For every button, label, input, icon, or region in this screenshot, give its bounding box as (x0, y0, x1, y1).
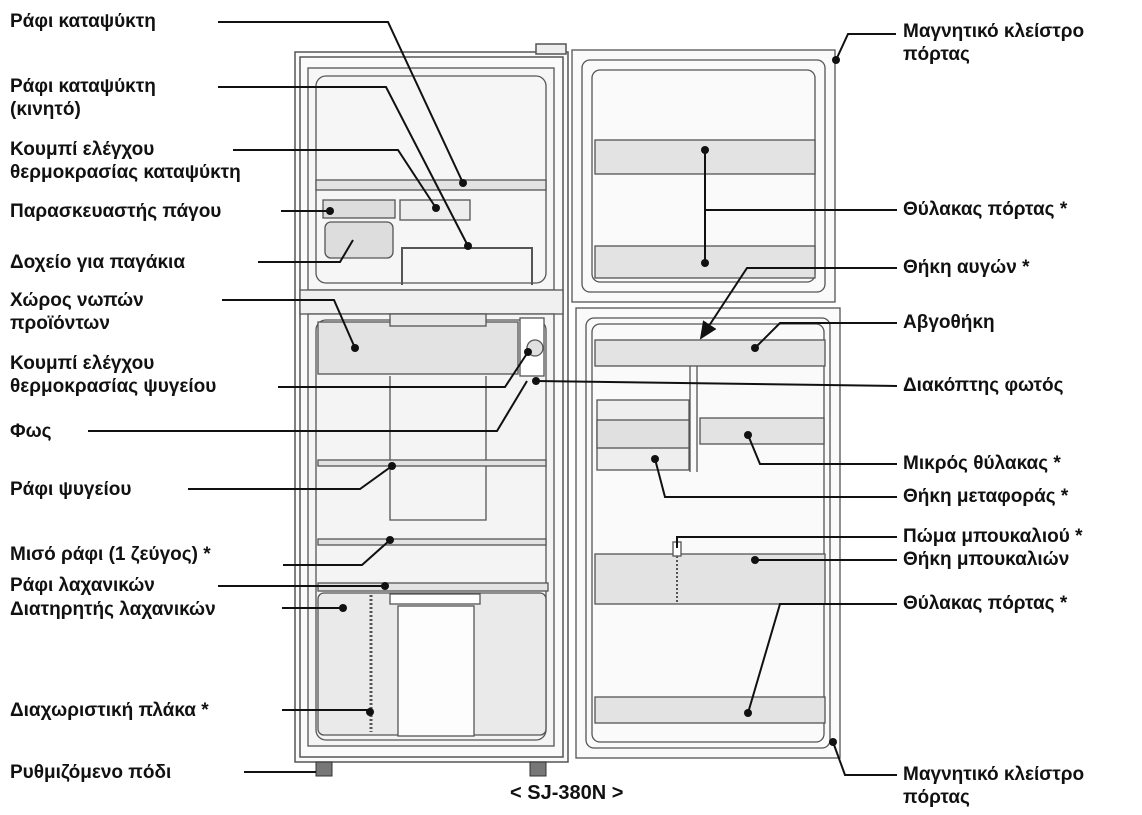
label-fridge-temp-knob: Κουμπί ελέγχου θερμοκρασίας ψυγείου (10, 353, 217, 397)
label-small-pocket: Μικρός θύλακας * (903, 453, 1061, 474)
label-door-seal-bottom: Μαγνητικό κλείστρο πόρτας (903, 764, 1085, 808)
label-egg-tray: Αβγοθήκη (903, 312, 995, 333)
foot-right (529, 761, 547, 777)
door-pocket-bottom-part (594, 696, 826, 724)
fridge-compartment (307, 313, 555, 747)
label-light-switch: Διακόπτης φωτός (903, 375, 1064, 396)
label-freezer-shelf: Ράφι καταψύκτη (10, 11, 156, 32)
freezer-shelf-part (315, 179, 547, 191)
label-adjustable-foot: Ρυθμιζόμενο πόδι (10, 762, 172, 783)
label-divider: Διαχωριστική πλάκα * (10, 700, 209, 721)
label-door-pocket-bottom: Θύλακας πόρτας * (903, 593, 1068, 614)
label-crisper: Διατηρητής λαχανικών (10, 599, 216, 620)
model-caption: < SJ-380N > (510, 782, 624, 804)
label-crisper-shelf: Ράφι λαχανικών (10, 575, 155, 596)
small-pocket-part (699, 417, 825, 445)
label-light: Φως (10, 421, 52, 442)
label-freezer-shelf-movable: Ράφι καταψύκτη (κινητό) (10, 76, 156, 120)
label-ice-bin: Δοχείο για παγάκια (10, 252, 185, 273)
label-bottle-stopper: Πώμα μπουκαλιού * (903, 526, 1083, 547)
label-bottle-case: Θήκη μπουκαλιών (903, 549, 1070, 570)
leader-lines (88, 21, 898, 776)
fridge-shelf-part (317, 459, 547, 467)
leader-dots (326, 56, 840, 746)
egg-tray-part (594, 339, 826, 367)
label-carry-case: Θήκη μεταφοράς * (903, 486, 1069, 507)
label-chilled-room: Χώρος νωπών προϊόντων (10, 290, 144, 334)
label-fridge-shelf: Ράφι ψυγείου (10, 479, 132, 500)
label-egg-case: Θήκη αυγών * (903, 257, 1030, 278)
freezer-compartment (307, 67, 555, 291)
ice-maker-part (322, 199, 396, 219)
label-door-seal-top: Μαγνητικό κλείστρο πόρτας (903, 21, 1085, 65)
fridge-door (575, 307, 841, 759)
label-freezer-temp-knob: Κουμπί ελέγχου θερμοκρασίας καταψύκτη (10, 139, 241, 183)
label-half-shelf: Μισό ράφι (1 ζεύγος) * (10, 544, 211, 565)
foot-left (315, 761, 333, 777)
half-shelf-part (317, 538, 547, 546)
label-ice-maker: Παρασκευαστής πάγου (10, 201, 222, 222)
label-door-pocket-top: Θύλακας πόρτας * (903, 199, 1068, 220)
bottle-case-part (594, 553, 826, 605)
ice-bin-part (324, 221, 394, 259)
